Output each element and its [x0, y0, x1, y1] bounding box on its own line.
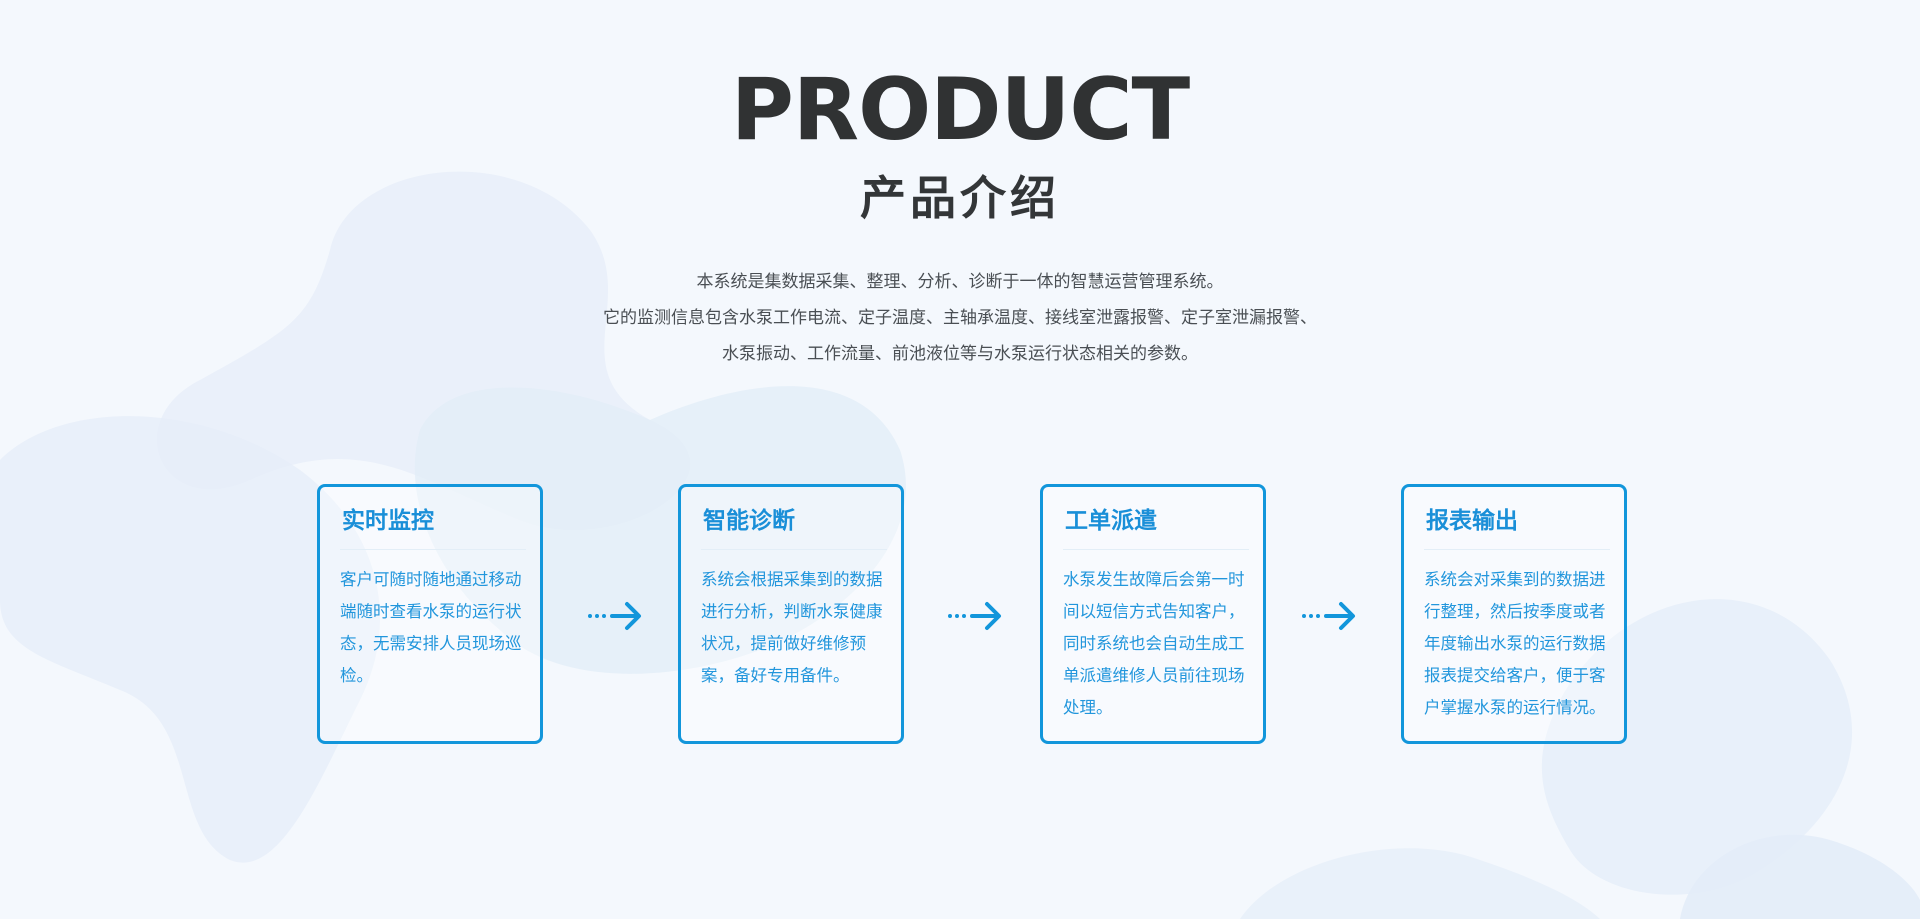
- card-description: 客户可随时随地通过移动端随时查看水泵的运行状态，无需安排人员现场巡检。: [340, 570, 522, 685]
- intro-line: 水泵振动、工作流量、前池液位等与水泵运行状态相关的参数。: [722, 344, 1198, 364]
- feature-card-smart-diagnosis: 智能诊断 系统会根据采集到的数据进行分析，判断水泵健康状况，提前做好维修预案，备…: [678, 484, 904, 744]
- card-description: 水泵发生故障后会第一时间以短信方式告知客户，同时系统也会自动生成工单派遣维修人员…: [1063, 570, 1245, 717]
- intro-line: 本系统是集数据采集、整理、分析、诊断于一体的智慧运营管理系统。: [696, 272, 1224, 292]
- card-description: 系统会根据采集到的数据进行分析，判断水泵健康状况，提前做好维修预案，备好专用备件…: [701, 570, 883, 685]
- intro-text: 本系统是集数据采集、整理、分析、诊断于一体的智慧运营管理系统。 它的监测信息包含…: [0, 264, 1920, 372]
- card-divider: [1063, 549, 1249, 550]
- dotted-arrow-icon: [588, 602, 641, 630]
- feature-card-work-order-dispatch: 工单派遣 水泵发生故障后会第一时间以短信方式告知客户，同时系统也会自动生成工单派…: [1040, 484, 1266, 744]
- card-title: 实时监控: [342, 508, 434, 534]
- dotted-arrow-icon: [948, 602, 1001, 630]
- card-title: 智能诊断: [703, 508, 795, 534]
- page-title: PRODUCT: [730, 60, 1190, 160]
- card-title: 报表输出: [1426, 508, 1518, 534]
- card-title: 工单派遣: [1065, 508, 1157, 534]
- feature-card-realtime-monitoring: 实时监控 客户可随时随地通过移动端随时查看水泵的运行状态，无需安排人员现场巡检。: [317, 484, 543, 744]
- feature-card-report-output: 报表输出 系统会对采集到的数据进行整理，然后按季度或者年度输出水泵的运行数据报表…: [1401, 484, 1627, 744]
- dotted-arrow-icon: [1302, 602, 1355, 630]
- card-divider: [1424, 549, 1610, 550]
- card-divider: [340, 549, 526, 550]
- intro-line: 它的监测信息包含水泵工作电流、定子温度、主轴承温度、接线室泄露报警、定子室泄漏报…: [603, 308, 1317, 328]
- card-divider: [701, 549, 887, 550]
- page-subtitle: 产品介绍: [860, 171, 1060, 225]
- card-description: 系统会对采集到的数据进行整理，然后按季度或者年度输出水泵的运行数据报表提交给客户…: [1424, 570, 1606, 717]
